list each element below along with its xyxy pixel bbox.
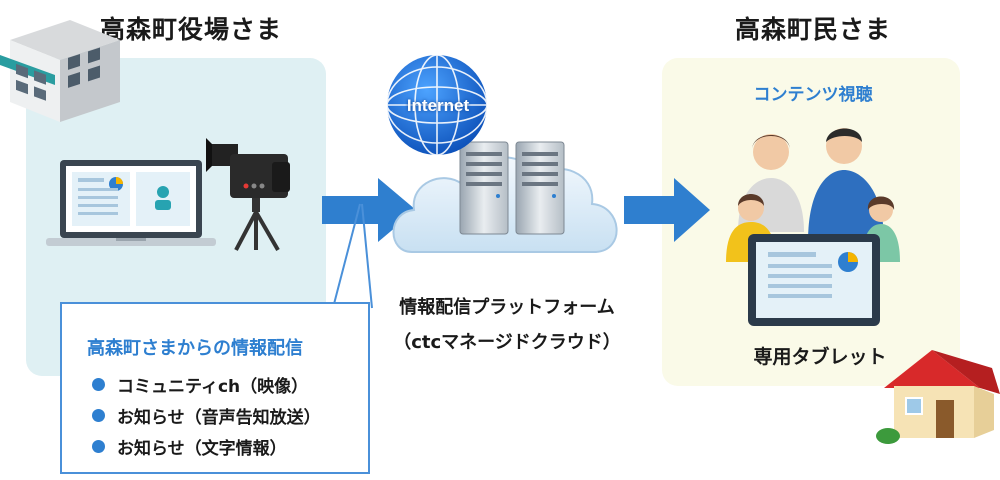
platform-name: 情報配信プラットフォーム [399,297,615,318]
list-item: お知らせ（音声告知放送） [92,403,321,428]
internet-label: Internet [406,96,470,115]
info-delivery-box [60,302,370,474]
video-camera-icon [206,138,290,252]
office-building-icon [0,20,120,122]
house-icon [876,350,1000,444]
info-box-title: 高森町さまからの情報配信 [87,338,303,359]
tablet-label: 専用タブレット [753,346,887,368]
family-icon [726,128,900,262]
list-item-label: お知らせ（音声告知放送） [117,408,321,428]
upload-arrow [322,178,416,242]
delivery-arrow [624,178,710,242]
bullet-icon [92,440,105,453]
globe-icon [386,54,488,156]
laptop-icon [46,160,216,246]
residents-title: 高森町民さま [735,15,892,44]
cloud-server-icon [392,141,618,253]
town-hall-title: 高森町役場さま [100,15,283,44]
platform-subtitle: （ctcマネージドクラウド） [393,332,621,353]
list-item-label: お知らせ（文字情報） [117,439,287,459]
tablet-icon [748,234,880,326]
list-item: コミュニティch（映像） [92,372,308,397]
bullet-icon [92,409,105,422]
bullet-icon [92,378,105,391]
list-item-label: コミュニティch（映像） [117,377,309,397]
contents-viewing-label: コンテンツ視聴 [753,85,873,105]
callout-lines [333,203,373,309]
list-item: お知らせ（文字情報） [92,434,287,459]
